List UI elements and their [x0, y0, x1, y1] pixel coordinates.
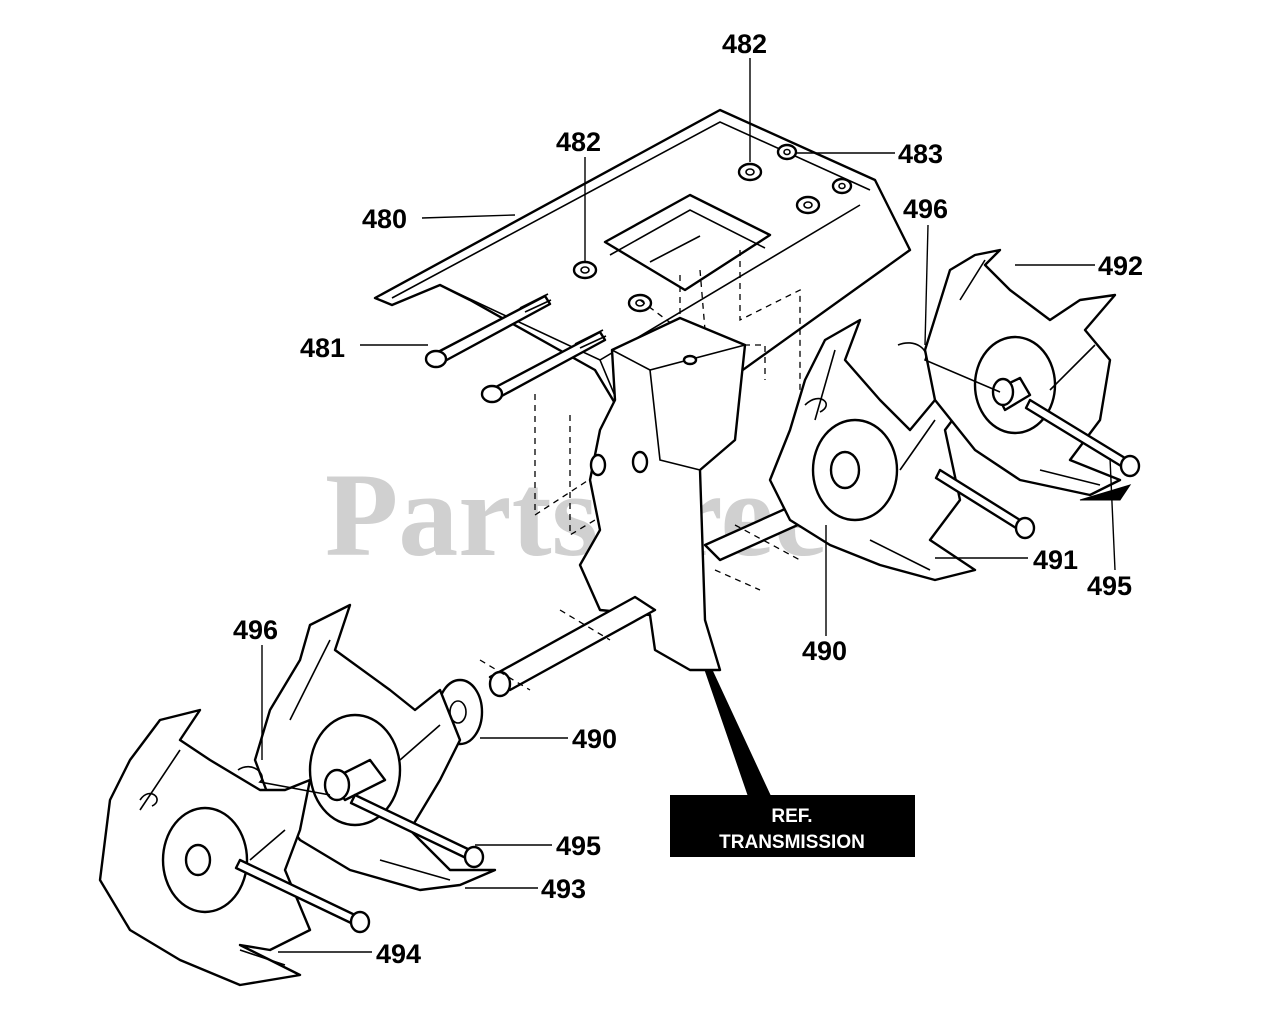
- callout-480: 480: [362, 204, 407, 234]
- carriage-bolts: [424, 293, 607, 404]
- callout-482-left: 482: [556, 127, 601, 157]
- callout-493: 493: [541, 874, 586, 904]
- callout-481: 481: [300, 333, 345, 363]
- reference-pointer: [704, 669, 771, 796]
- callout-492: 492: [1098, 251, 1143, 281]
- reference-box: REF. TRANSMISSION: [670, 795, 915, 857]
- tine-assembly-right: [768, 248, 1141, 582]
- callout-490-left: 490: [572, 724, 617, 754]
- callout-490-right: 490: [802, 636, 847, 666]
- mounting-bracket: [603, 193, 772, 292]
- callout-483: 483: [898, 139, 943, 169]
- callout-494: 494: [376, 939, 421, 969]
- reference-line1: REF.: [771, 806, 812, 827]
- reference-line2: TRANSMISSION: [719, 832, 865, 853]
- callout-496-left: 496: [233, 615, 278, 645]
- washers: [572, 143, 853, 313]
- callout-495-left: 495: [556, 831, 601, 861]
- callout-482-top: 482: [722, 29, 767, 59]
- watermark: PartsTree: [325, 448, 827, 581]
- callout-496-right: 496: [903, 194, 948, 224]
- callout-491: 491: [1033, 545, 1078, 575]
- callout-labels: 482 482 483 480 496 492 481 491 495 490 …: [233, 29, 1143, 969]
- leader-lines: [261, 58, 1116, 953]
- transmission-housing: [578, 316, 747, 672]
- tine-assembly-left: [98, 603, 497, 987]
- callout-495-right: 495: [1087, 571, 1132, 601]
